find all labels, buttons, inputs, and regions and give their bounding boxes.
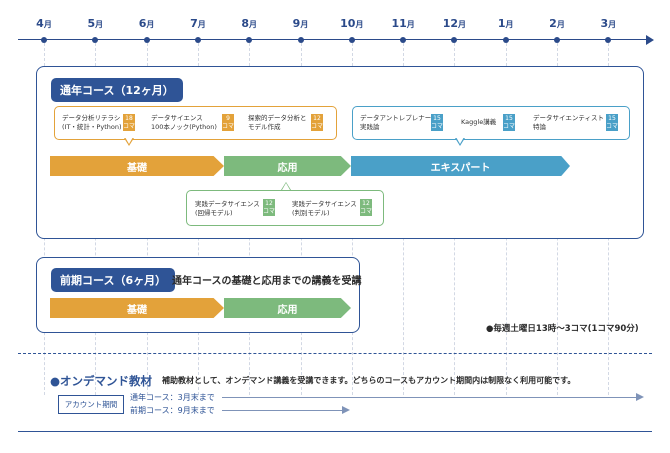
first-half-description: 通年コースの基礎と応用までの講義を受講 <box>172 276 362 287</box>
month-unit: 月 <box>95 20 104 29</box>
month-unit: 月 <box>197 20 206 29</box>
annual-phase-expert: エキスパート <box>351 156 570 176</box>
month-label: 12月 <box>439 17 469 30</box>
month-dot <box>605 37 612 43</box>
lecture-eda: 探索的データ分析とモデル作成 <box>248 114 307 131</box>
month-label: 4月 <box>29 17 59 30</box>
first-half-period-line <box>222 410 344 411</box>
month-unit: 月 <box>556 20 565 29</box>
month-dot <box>451 37 458 43</box>
month-number: 7 <box>190 17 198 30</box>
month-number: 1 <box>497 17 506 30</box>
month-dot <box>92 37 99 43</box>
month-label: 11月 <box>388 17 418 30</box>
account-period-label: アカウント期間 <box>58 395 124 414</box>
month-dot <box>348 37 355 43</box>
ondemand-description: 補助教材として、オンデマンド講義を受講できます。どちらのコースもアカウント期間内… <box>162 376 576 385</box>
first-half-phase-basic: 基礎 <box>50 298 224 318</box>
month-label: 6月 <box>132 17 162 30</box>
month-label: 3月 <box>593 17 623 30</box>
annual-period-line <box>222 397 638 398</box>
month-dot <box>400 37 407 43</box>
month-number: 3 <box>600 17 609 30</box>
month-dot <box>143 37 150 43</box>
schedule-note: ●毎週土曜日13時〜3コマ(1コマ90分) <box>486 324 639 334</box>
section-divider <box>18 353 652 354</box>
month-dot <box>297 37 304 43</box>
month-label: 5月 <box>80 17 110 30</box>
lecture-literacy: データ分析リテラシ(IT・統計・Python) <box>62 114 122 131</box>
month-number: 6 <box>138 17 147 30</box>
month-unit: 月 <box>458 20 467 29</box>
month-unit: 月 <box>300 20 309 29</box>
timeline-arrowhead <box>646 35 654 45</box>
month-unit: 月 <box>146 20 155 29</box>
month-dot <box>41 37 47 43</box>
month-number: 4 <box>36 17 44 30</box>
month-unit: 月 <box>505 20 514 29</box>
month-dot <box>194 37 201 43</box>
month-number: 8 <box>241 17 250 30</box>
month-number: 5 <box>87 17 96 30</box>
month-dot <box>246 37 253 43</box>
lecture-regression: 実践データサイエンス(回帰モデル) <box>195 200 260 217</box>
month-unit: 月 <box>608 20 617 29</box>
month-number: 2 <box>549 17 557 30</box>
month-unit: 月 <box>406 20 415 29</box>
timeline-axis <box>18 39 650 40</box>
annual-phase-applied: 応用 <box>224 156 351 176</box>
annual-course-title: 通年コース（12ヶ月） <box>51 78 183 102</box>
month-number: 9 <box>292 17 301 30</box>
month-number: 10 <box>340 17 356 30</box>
month-dot <box>554 37 560 43</box>
first-half-course-title: 前期コース（6ヶ月） <box>51 268 176 292</box>
lecture-kaggle: Kaggle講義 <box>461 118 497 126</box>
month-label: 8月 <box>234 17 264 30</box>
bottom-rule <box>18 431 652 432</box>
ondemand-title: ●オンデマンド教材 <box>50 374 153 388</box>
annual-phase-basic: 基礎 <box>50 156 224 176</box>
lecture-entrepreneur: データアントレプレナー実践論 <box>360 114 432 131</box>
month-dot <box>502 37 509 43</box>
annual-period-arrowhead <box>636 393 644 401</box>
lecture-classification: 実践データサイエンス(判別モデル) <box>292 200 357 217</box>
first-half-account-period: 前期コース：9月末まで <box>130 406 215 415</box>
month-label: 2月 <box>542 17 572 30</box>
lecture-ds-special: データサイエンティスト特論 <box>533 114 605 131</box>
month-label: 7月 <box>183 17 213 30</box>
month-label: 9月 <box>286 17 316 30</box>
first-half-phase-applied: 応用 <box>224 298 351 318</box>
month-unit: 月 <box>249 20 258 29</box>
month-unit: 月 <box>355 20 364 29</box>
month-unit: 月 <box>43 20 52 29</box>
annual-account-period: 通年コース：3月末まで <box>130 393 215 402</box>
month-number: 11 <box>391 17 407 30</box>
month-number: 12 <box>442 17 459 30</box>
first-half-period-arrowhead <box>342 406 350 414</box>
month-label: 1月 <box>491 17 521 30</box>
month-label: 10月 <box>337 17 367 30</box>
